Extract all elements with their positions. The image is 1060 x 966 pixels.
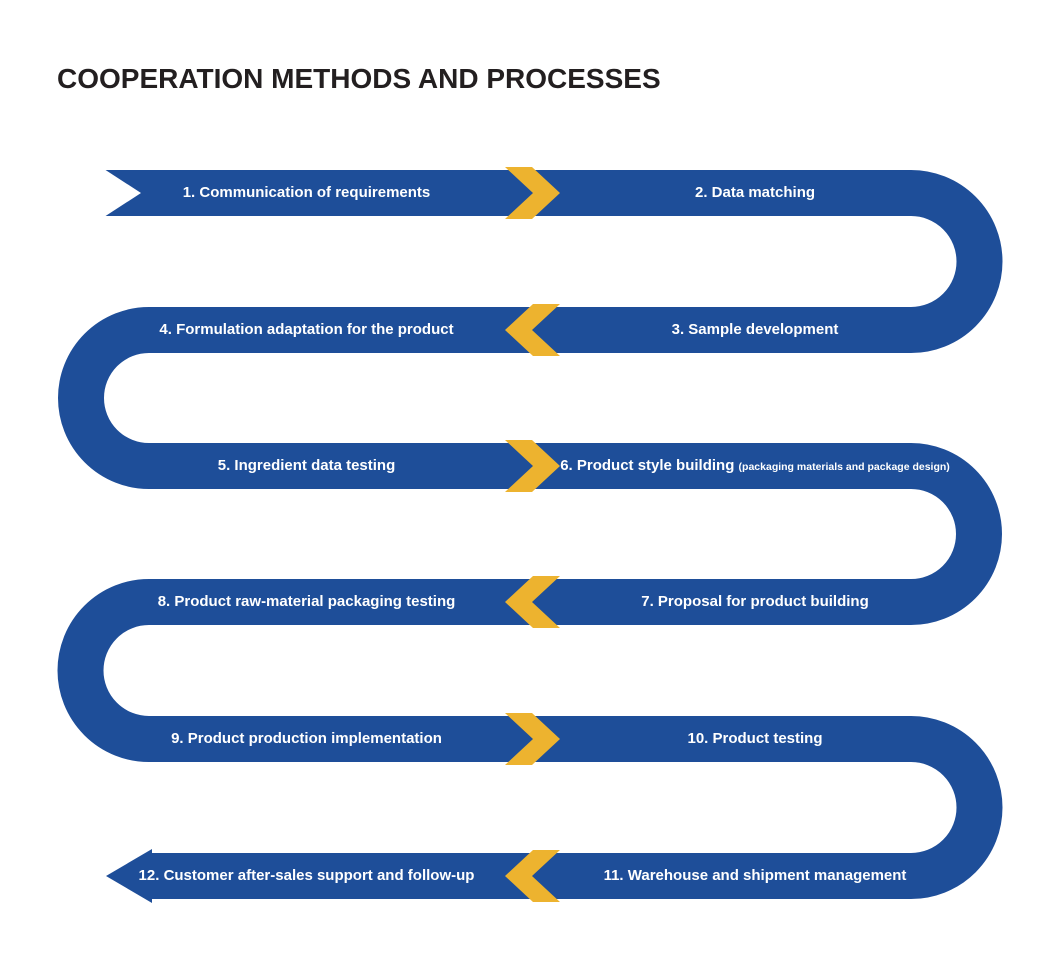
step-6-sub-text: (packaging materials and package design): [738, 461, 950, 473]
step-6-label: 6. Product style building (packaging mat…: [557, 443, 953, 489]
chevron-left-icon: [505, 850, 560, 902]
step-10-label: 10. Product testing: [687, 730, 823, 747]
step-3-label: 3. Sample development: [671, 321, 839, 338]
chevron-left-icon: [505, 304, 560, 356]
step-9-label: 9. Product production implementation: [171, 730, 442, 747]
step-5-label: 5. Ingredient data testing: [217, 457, 396, 474]
chevron-right-icon: [505, 440, 560, 492]
step-12-label: 12. Customer after-sales support and fol…: [138, 867, 475, 884]
step-8-label: 8. Product raw-material packaging testin…: [157, 593, 456, 610]
step-4-label: 4. Formulation adaptation for the produc…: [159, 321, 454, 338]
step-2-label: 2. Data matching: [694, 184, 816, 201]
step-7-label: 7. Proposal for product building: [641, 593, 869, 610]
ribbon-tail-notch-icon: [104, 169, 141, 217]
ribbon-band: [57, 170, 1003, 899]
page-title: COOPERATION METHODS AND PROCESSES: [57, 63, 661, 94]
chevron-right-icon: [505, 167, 560, 219]
chevron-right-icon: [505, 713, 560, 765]
step-6-main-text: 6. Product style building: [560, 457, 735, 474]
step-11-label: 11. Warehouse and shipment management: [603, 867, 907, 884]
arrow-left-icon: [106, 849, 152, 903]
step-1-label: 1. Communication of requirements: [182, 184, 431, 201]
chevron-left-icon: [505, 576, 560, 628]
